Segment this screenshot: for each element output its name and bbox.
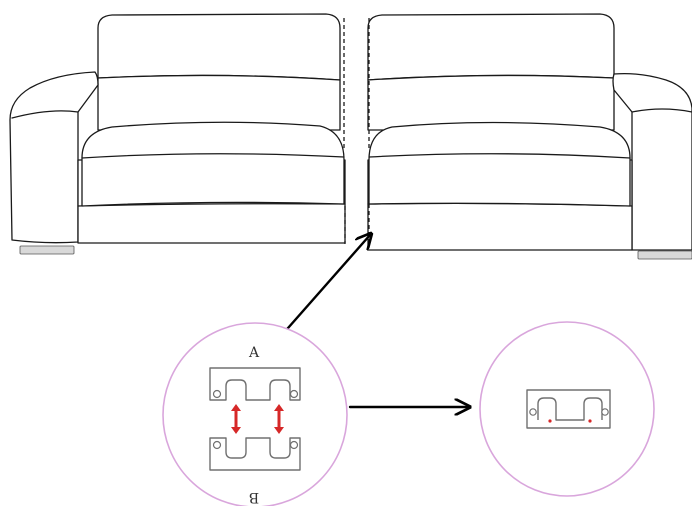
- right-seat-cushion: [368, 121, 631, 207]
- label-b: B: [249, 489, 259, 505]
- left-back-cushion-lower: [97, 74, 341, 131]
- left-seat-cushion: [81, 121, 345, 207]
- label-a: A: [248, 345, 260, 361]
- connector-detail-separate: A B: [162, 322, 348, 506]
- left-foot: [19, 245, 75, 255]
- left-sofa-section: [9, 13, 346, 255]
- connector-bracket-b: [209, 437, 301, 471]
- right-sofa-section: [367, 13, 692, 260]
- right-back-cushion-upper: [367, 13, 615, 81]
- right-foot: [637, 250, 692, 260]
- right-back-cushion-lower: [367, 74, 615, 131]
- left-back-cushion-upper: [97, 13, 341, 81]
- right-arm: [612, 72, 692, 251]
- connector-bracket-a: [209, 367, 301, 401]
- left-arm: [9, 71, 99, 244]
- red-alignment-arrow: [231, 404, 284, 434]
- connector-detail-joined: [479, 321, 655, 497]
- detail-circle-left: [162, 322, 348, 506]
- pointer-arrow-to-sofa-join: [279, 235, 370, 338]
